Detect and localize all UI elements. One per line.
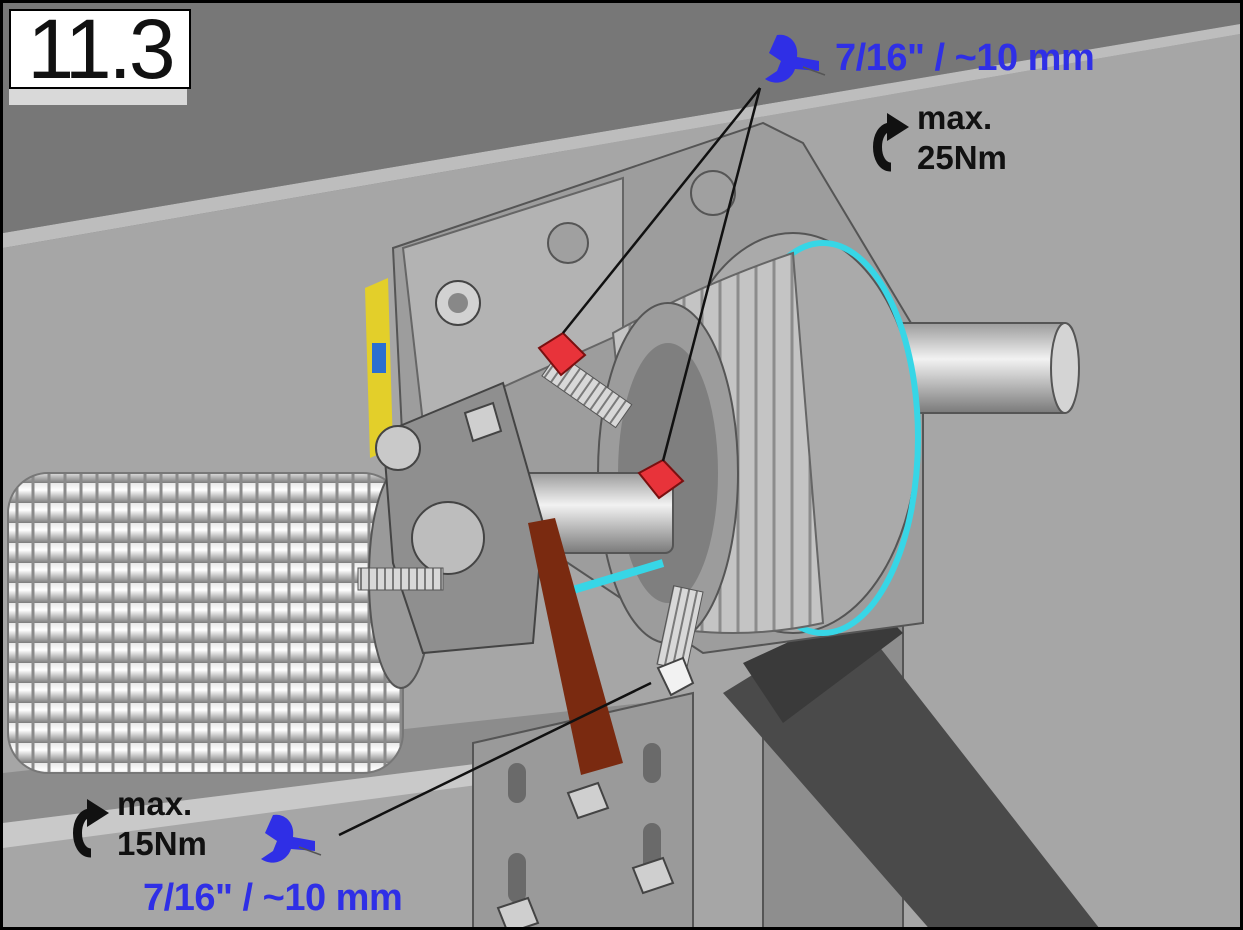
bottom-torque-annotation: max. 15Nm — [65, 787, 245, 867]
top-wrench-size-label: 7/16" / ~10 mm — [835, 37, 1095, 79]
top-torque-annotation: max. 25Nm — [865, 101, 1065, 181]
wrench-icon — [765, 34, 826, 83]
top-torque-label: max. — [917, 99, 993, 136]
step-number: 11.3 — [9, 7, 191, 91]
spring-drum-assembly-drawing — [3, 3, 1240, 927]
step-number-tab — [9, 87, 187, 105]
wrench-icon — [261, 814, 322, 863]
bottom-torque-label: max. — [117, 785, 193, 822]
bottom-wrench-size-label: 7/16" / ~10 mm — [143, 877, 403, 919]
top-torque-value: 25Nm — [917, 139, 1007, 176]
torque-arrow-icon — [73, 799, 109, 858]
bottom-torque-value: 15Nm — [117, 825, 207, 862]
torque-arrow-icon — [873, 113, 909, 172]
